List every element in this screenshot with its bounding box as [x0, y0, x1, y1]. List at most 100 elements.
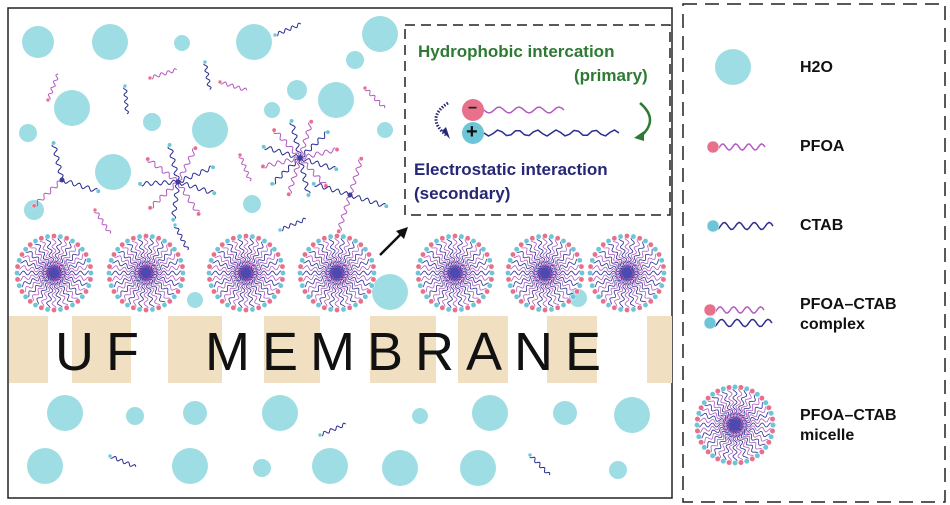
ctab-head — [701, 444, 708, 451]
ctab-head — [579, 270, 585, 276]
ctab-tail — [308, 274, 335, 298]
pfoa-head — [694, 427, 701, 434]
ctab-tail — [238, 275, 247, 310]
ctab-head — [754, 452, 761, 459]
pfoa-head — [321, 235, 328, 242]
ctab-tail — [457, 258, 491, 274]
ctab-head — [69, 238, 76, 244]
water-droplet — [346, 51, 364, 69]
ctab-tail — [426, 249, 454, 272]
ctab-head — [371, 270, 377, 276]
ctab-tail — [56, 270, 92, 276]
pfoa-head — [488, 276, 495, 283]
pfoa-tail — [336, 275, 352, 309]
pfoa-tail — [627, 237, 640, 271]
pfoa-tail — [727, 427, 736, 463]
ctab-head — [470, 238, 477, 244]
ctab-tail — [509, 260, 543, 273]
pfoa-tail — [148, 253, 179, 273]
pfoa-tail — [521, 274, 544, 302]
pfoa-head — [529, 235, 536, 242]
pfoa-head — [656, 288, 662, 295]
aggregate-core — [297, 155, 303, 161]
pfoa-head — [366, 288, 372, 295]
ctab-tail — [704, 425, 733, 449]
curved-arrow-head — [634, 131, 644, 141]
pfoa-head — [714, 388, 721, 395]
pfoa-tail — [418, 271, 453, 282]
ctab-head — [149, 306, 156, 313]
pfoa-tail — [544, 275, 560, 309]
pfoa-tail — [149, 68, 177, 80]
pfoa-head — [510, 288, 516, 295]
pfoa-head — [452, 233, 458, 239]
pfoa-tail — [737, 424, 773, 433]
pfoa-tail — [221, 244, 245, 271]
water-droplet — [174, 35, 190, 51]
ctab-head — [261, 302, 268, 308]
pfoa-head — [624, 233, 630, 239]
pfoa-head — [38, 304, 45, 311]
ctab-tail — [457, 248, 484, 272]
ctab-tail — [263, 146, 299, 158]
pfoa-head — [31, 203, 37, 209]
pfoa-tail — [243, 275, 249, 311]
ctab-tail — [589, 270, 625, 276]
pfoa-head — [266, 241, 273, 248]
pfoa-tail — [248, 272, 283, 281]
ctab-head — [445, 233, 452, 240]
pfoa-tail — [546, 244, 569, 272]
pfoa-tail — [243, 235, 249, 271]
ctab-tail — [54, 275, 74, 306]
ctab-tail — [110, 260, 144, 273]
ctab-tail — [147, 240, 165, 271]
ctab-head — [202, 59, 208, 65]
ctab-head — [695, 433, 702, 440]
water-droplet — [143, 113, 161, 131]
ctab-head — [177, 257, 184, 264]
pfoa-head — [130, 304, 137, 311]
water-droplet — [192, 112, 228, 148]
ctab-tail — [146, 275, 166, 306]
pfoa-tail — [178, 147, 196, 181]
ctab-tail — [301, 272, 335, 288]
ctab-head — [333, 166, 339, 172]
pfoa-head — [370, 276, 377, 283]
ctab-tail — [56, 258, 90, 274]
ctab-tail — [516, 249, 544, 272]
pfoa-head — [656, 251, 662, 258]
pfoa-head — [464, 304, 471, 311]
pfoa-tail — [339, 264, 374, 275]
pfoa-tail — [737, 426, 770, 443]
ctab-tail — [736, 393, 758, 423]
pfoa-head — [611, 304, 618, 311]
pfoa-head — [415, 263, 422, 270]
pfoa-tail — [21, 254, 52, 272]
ctab-head — [433, 302, 440, 308]
ctab-head — [315, 302, 322, 308]
ctab-tail — [179, 182, 215, 194]
ctab-head — [269, 181, 275, 187]
pfoa-tail — [626, 275, 642, 309]
pfoa-tail — [29, 244, 53, 271]
ctab-tail — [507, 270, 543, 276]
ctab-head — [694, 422, 700, 428]
plus-sign: + — [466, 121, 478, 143]
main-frame — [7, 7, 673, 499]
pfoa-tail — [17, 265, 52, 274]
ctab-tail — [338, 240, 356, 271]
ctab-head — [709, 391, 716, 398]
pfoa-tail — [143, 275, 149, 311]
dotted-arrow-head — [442, 127, 450, 139]
pfoa-tail — [697, 417, 733, 426]
ctab-tail — [546, 240, 564, 271]
ctab-head — [720, 458, 727, 465]
ctab-tail — [145, 236, 154, 271]
ctab-head — [703, 316, 717, 330]
ctab-tail — [722, 427, 735, 462]
ctab-head — [630, 306, 637, 313]
pfoa-tail — [56, 264, 91, 275]
membrane-block — [168, 316, 222, 383]
water-droplet — [460, 450, 496, 486]
pfoa-head — [275, 251, 281, 258]
